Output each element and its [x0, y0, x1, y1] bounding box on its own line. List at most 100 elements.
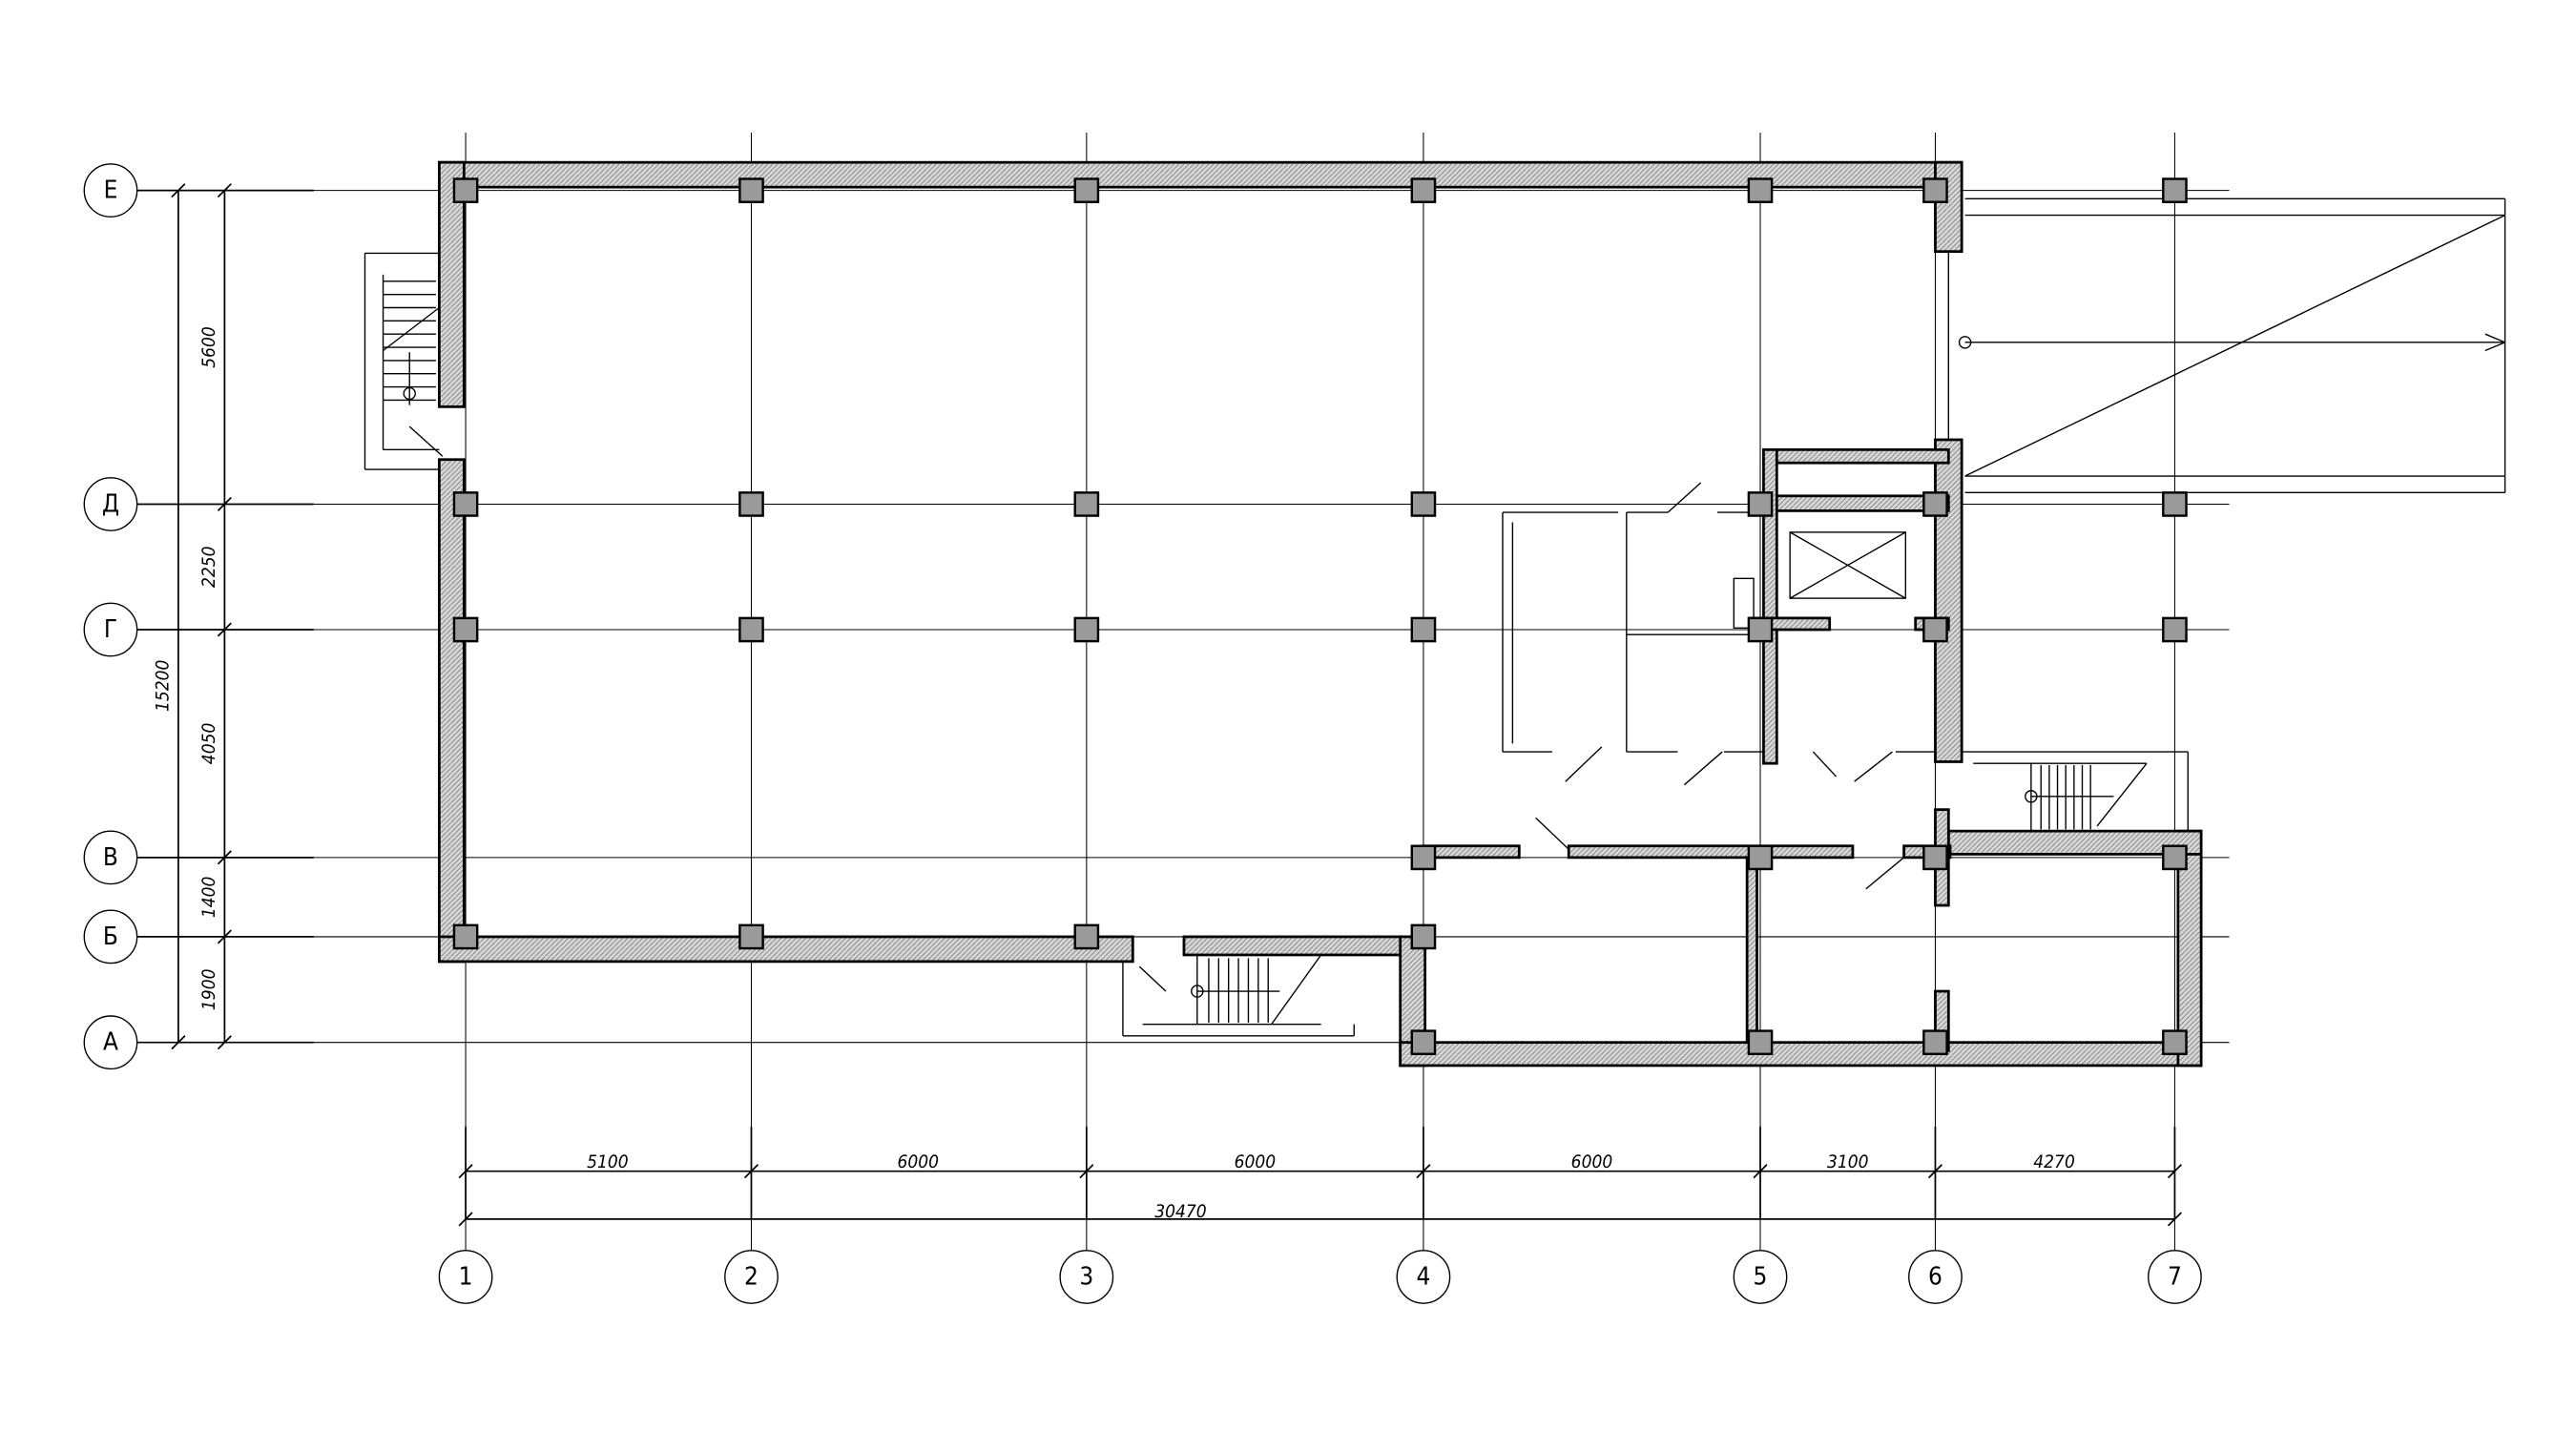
- drawing-line: [1854, 751, 1893, 782]
- column-axis-3: 3: [1059, 1250, 1114, 1304]
- drawing-line: [1565, 746, 1603, 782]
- column-axis-label: 6: [1928, 1262, 1942, 1291]
- row-axis-label: Б: [103, 923, 118, 951]
- stair-start-marker: [2025, 790, 2038, 803]
- dimension-lines: [136, 183, 2182, 1227]
- column-axis-label: 4: [1416, 1262, 1430, 1291]
- dimension-tick: [171, 1035, 186, 1050]
- drawing-line: [1535, 817, 1569, 850]
- column-axis-label: 1: [459, 1262, 473, 1291]
- shaft-niche: [1733, 577, 1755, 629]
- row-axis-label: А: [103, 1028, 118, 1057]
- column: [1922, 1029, 1948, 1056]
- column: [1747, 491, 1774, 517]
- row-axis-label: В: [103, 843, 118, 872]
- wall-segment: [1422, 844, 1521, 860]
- dimension-text: 5600: [198, 326, 219, 368]
- walls: [437, 160, 2203, 1068]
- column: [2162, 1029, 2188, 1056]
- dimension-text: 1900: [198, 968, 219, 1010]
- column-axis-label: 2: [744, 1262, 758, 1291]
- column-axis-label: 3: [1079, 1262, 1093, 1291]
- column: [452, 177, 479, 203]
- drawing-line: [2484, 342, 2505, 352]
- column-axis-label: 7: [2168, 1262, 2182, 1291]
- dimension-text: 4050: [198, 723, 219, 765]
- wall-segment: [1946, 829, 2203, 856]
- row-axis-label: Е: [104, 176, 118, 205]
- wall-segment: [1399, 1041, 2203, 1068]
- wall-segment: [1762, 494, 1950, 512]
- column: [1747, 1029, 1774, 1056]
- dimension-text: 5100: [587, 1151, 629, 1172]
- dimension-text: 1400: [198, 877, 219, 919]
- vertical-dimension-texts: 5600 2250 4050 1400 1900 15200: [153, 326, 219, 1010]
- column: [1922, 491, 1948, 517]
- wall-segment: [1745, 856, 1758, 1045]
- stairs-and-partitions: [364, 197, 2506, 1037]
- column: [1922, 616, 1948, 643]
- column: [1073, 616, 1100, 643]
- ramp-start-marker: [1958, 336, 1972, 349]
- drawing-line: [2484, 333, 2505, 343]
- columns: [452, 177, 2188, 1056]
- column: [2162, 491, 2188, 517]
- dimension-text: 6000: [1235, 1151, 1277, 1172]
- dimension-text: 4270: [2033, 1151, 2075, 1172]
- column: [738, 491, 764, 517]
- column: [1073, 177, 1100, 203]
- wall-segment: [438, 458, 466, 964]
- column-axis-6: 6: [1908, 1250, 1963, 1304]
- elevator-cross: [1789, 531, 1906, 599]
- column-axis-4: 4: [1396, 1250, 1451, 1304]
- row-axis-label: Г: [104, 615, 117, 644]
- drawing-line: [1271, 954, 1322, 1026]
- drawing-line: [1865, 857, 1905, 890]
- drawing-line: [383, 306, 440, 352]
- column: [2162, 844, 2188, 871]
- column: [738, 616, 764, 643]
- column: [1922, 177, 1948, 203]
- column: [2162, 177, 2188, 203]
- column: [1410, 491, 1437, 517]
- drawing-line: [1667, 482, 1702, 513]
- wall-segment: [1934, 438, 1963, 763]
- wall-segment: [1182, 935, 1425, 957]
- dimension-text: 3100: [1827, 1151, 1869, 1172]
- wall-segment: [1567, 844, 1855, 860]
- column-axis-2: 2: [724, 1250, 779, 1304]
- row-axis-B: Б: [83, 909, 138, 964]
- row-axis-bubbles: Е Д Г В Б А: [83, 163, 138, 1070]
- column: [452, 923, 479, 950]
- column: [1922, 844, 1948, 871]
- column: [452, 616, 479, 643]
- column: [1747, 844, 1774, 871]
- column: [1073, 923, 1100, 950]
- column: [2162, 616, 2188, 643]
- row-axis-E: Е: [83, 163, 138, 218]
- column: [738, 177, 764, 203]
- wall-segment: [1762, 447, 1950, 465]
- column: [1410, 177, 1437, 203]
- row-axis-D: Д: [83, 477, 138, 531]
- drawing-line: [1812, 751, 1838, 778]
- column-axis-7: 7: [2148, 1250, 2202, 1304]
- row-axis-V: В: [83, 830, 138, 885]
- dimension-tick: [171, 183, 186, 198]
- dimension-total-text: 30470: [1154, 1201, 1207, 1222]
- column: [1747, 177, 1774, 203]
- column: [1073, 491, 1100, 517]
- column-axis-5: 5: [1733, 1250, 1788, 1304]
- dimension-text: 6000: [898, 1151, 940, 1172]
- column: [1410, 1029, 1437, 1056]
- stair-start-marker: [1191, 985, 1204, 998]
- wall-segment: [1762, 447, 1778, 765]
- column: [1747, 616, 1774, 643]
- dimension-tick: [2167, 1212, 2182, 1227]
- wall-segment: [438, 935, 1134, 964]
- stair-start-marker: [403, 386, 416, 401]
- row-axis-G: Г: [83, 602, 138, 657]
- drawing-line: [408, 425, 444, 457]
- column: [452, 491, 479, 517]
- wall-segment: [437, 160, 1963, 189]
